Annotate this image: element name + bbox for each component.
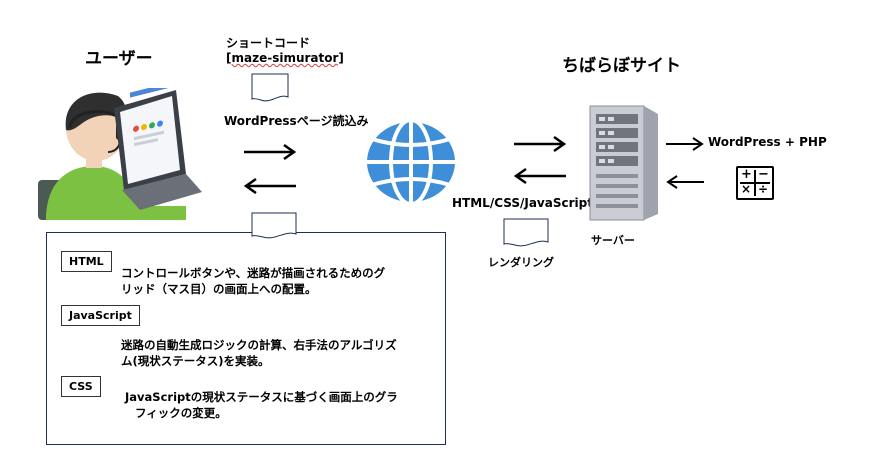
document-icon-rendering bbox=[503, 218, 549, 247]
wp-php-label: WordPress + PHP bbox=[708, 135, 827, 149]
wp-load-label: WordPressページ読込み bbox=[224, 114, 369, 128]
rendering-label: レンダリング bbox=[488, 256, 554, 269]
shortcode-value: [maze-simurator] bbox=[226, 51, 344, 66]
response-label: HTML/CSS/JavaScript bbox=[452, 196, 593, 210]
shortcode-label: ショートコード [maze-simurator] bbox=[226, 36, 344, 66]
css-description: JavaScriptの現状ステータスに基づく画面上のグラ フィックの変更。 bbox=[125, 389, 398, 421]
description-panel: HTML コントロールボタンや、迷路が描画されるためのグ リッド（マス目）の画面… bbox=[46, 232, 446, 445]
calc-key-divide: ÷ bbox=[758, 182, 769, 196]
calc-key-times: × bbox=[741, 182, 752, 196]
globe-icon bbox=[363, 118, 459, 206]
javascript-description-line2: ム(現状ステータス)を実装。 bbox=[121, 354, 270, 368]
server-icon bbox=[589, 105, 658, 221]
arrows-user-globe bbox=[243, 143, 297, 194]
user-heading: ユーザー bbox=[85, 49, 153, 69]
javascript-tag: JavaScript bbox=[61, 305, 140, 326]
site-heading: ちばらぼサイト bbox=[562, 56, 681, 76]
document-icon-shortcode bbox=[251, 73, 289, 102]
shortcode-title: ショートコード bbox=[226, 36, 311, 50]
calculator-icon: + − × ÷ bbox=[736, 166, 774, 200]
arrows-globe-server bbox=[513, 135, 567, 185]
laptop-keyboard bbox=[122, 174, 202, 210]
javascript-description: 迷路の自動生成ロジックの計算、右手法のアルゴリズ ム(現状ステータス)を実装。 bbox=[121, 337, 397, 369]
javascript-description-line1: 迷路の自動生成ロジックの計算、右手法のアルゴリズ bbox=[121, 338, 397, 352]
document-icon-panel bbox=[251, 212, 297, 239]
server-label: サーバー bbox=[591, 234, 635, 247]
css-tag: CSS bbox=[61, 376, 101, 397]
user-illustration bbox=[38, 88, 202, 220]
html-description: コントロールボタンや、迷路が描画されるためのグ リッド（マス目）の画面上への配置… bbox=[121, 265, 385, 297]
calc-key-minus: − bbox=[758, 167, 769, 182]
shortcode-text: [maze-simurator] bbox=[226, 51, 344, 65]
css-description-line1: JavaScriptの現状ステータスに基づく画面上のグラ bbox=[125, 390, 398, 404]
css-description-line2: フィックの変更。 bbox=[135, 406, 227, 420]
html-tag: HTML bbox=[61, 251, 112, 272]
html-description-line2: リッド（マス目）の画面上への配置。 bbox=[121, 282, 317, 296]
calc-key-plus: + bbox=[741, 167, 752, 182]
html-description-line1: コントロールボタンや、迷路が描画されるためのグ bbox=[121, 266, 386, 280]
arrows-server-php bbox=[666, 137, 704, 189]
